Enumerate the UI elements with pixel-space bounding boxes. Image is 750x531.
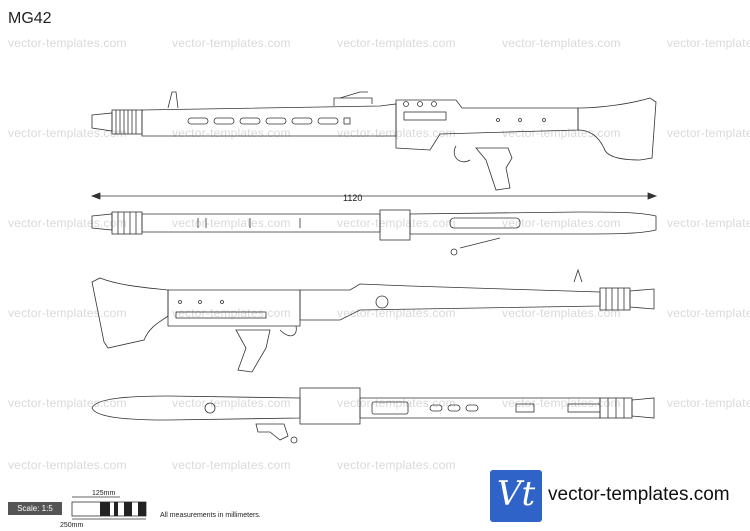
measurement-note: All measurements in millimeters.: [160, 512, 261, 519]
side-view-right: [91, 268, 655, 373]
dimension-line: [90, 192, 658, 200]
trigger-guard: [453, 145, 471, 163]
watermark-text: vector-templates.com: [502, 216, 621, 230]
watermark-text: vector-templates.com: [337, 396, 456, 410]
dimension-label: 1120: [343, 193, 363, 203]
watermark-text: vector-templates.com: [8, 216, 127, 230]
muzzle-part: [91, 112, 113, 132]
muzzle-booster: [111, 109, 143, 135]
receiver: [395, 99, 579, 151]
watermark-text: vector-templates.com: [172, 306, 291, 320]
site-name: vector-templates.com: [548, 484, 730, 505]
watermark-text: vector-templates.com: [172, 216, 291, 230]
scale-125-label: 125mm: [92, 490, 116, 497]
watermark-text: vector-templates.com: [172, 36, 291, 50]
watermark-text: vector-templates.com: [8, 306, 127, 320]
bottom-view: [91, 387, 655, 444]
watermark-text: vector-templates.com: [8, 36, 127, 50]
pistol-grip-right: [235, 329, 271, 373]
scale-label: Scale: 1:5: [8, 502, 62, 515]
watermark-text: vector-templates.com: [502, 396, 621, 410]
logo-letters: Vt: [496, 474, 536, 514]
watermark-text: vector-templates.com: [8, 396, 127, 410]
stock: [577, 97, 657, 161]
watermark-text: vector-templates.com: [667, 306, 750, 320]
page-title: MG42: [8, 10, 52, 27]
barrel-jacket: [141, 103, 397, 137]
top-view-upper: [91, 209, 657, 256]
watermark-text: vector-templates.com: [172, 396, 291, 410]
pistol-grip: [475, 147, 513, 191]
watermark-text: vector-templates.com: [667, 126, 750, 140]
side-view-left: [91, 91, 657, 191]
watermark-text: vector-templates.com: [667, 396, 750, 410]
watermark-text: vector-templates.com: [502, 36, 621, 50]
rear-sight: [333, 97, 373, 106]
watermark-text: vector-templates.com: [337, 458, 456, 472]
watermark-text: vector-templates.com: [172, 126, 291, 140]
watermark-text: vector-templates.com: [337, 36, 456, 50]
watermark-text: vector-templates.com: [8, 126, 127, 140]
watermark-text: vector-templates.com: [8, 458, 127, 472]
watermark-text: vector-templates.com: [172, 458, 291, 472]
watermark-text: vector-templates.com: [502, 306, 621, 320]
front-sight: [167, 91, 179, 109]
watermark-text: vector-templates.com: [502, 126, 621, 140]
scale-bar: [71, 496, 147, 520]
watermark-text: vector-templates.com: [667, 216, 750, 230]
logo-icon: Vt: [490, 470, 542, 522]
scale-250-label: 250mm: [60, 522, 84, 529]
watermark-text: vector-templates.com: [667, 36, 750, 50]
watermark-text: vector-templates.com: [337, 216, 456, 230]
